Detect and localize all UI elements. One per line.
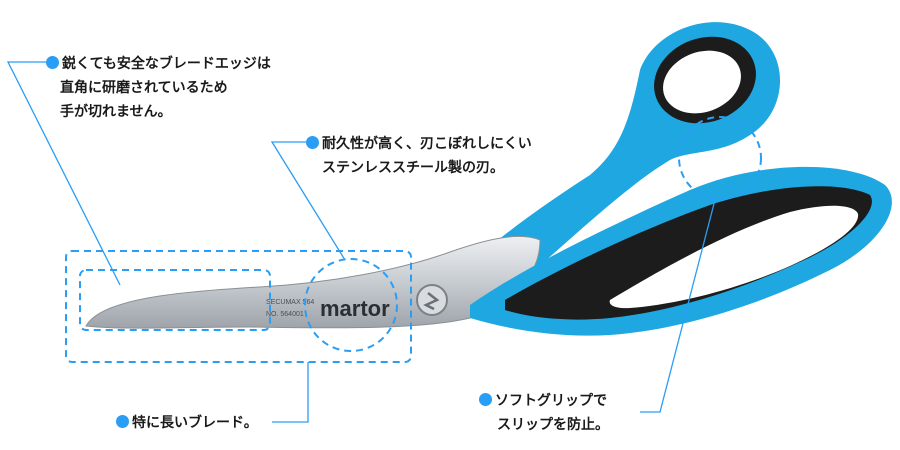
edge-leader-line — [6, 61, 121, 286]
callout-long-blade-line1: 特に長いブレード。 — [132, 415, 258, 431]
grip-leader-line — [640, 195, 717, 413]
callout-blade-edge-line3: 手が切れません。 — [60, 104, 172, 120]
callout-blade-edge-line1: 鋭くても安全なブレードエッジは — [62, 56, 271, 72]
pivot-screw — [416, 284, 448, 316]
callout-long-blade: 特に長いブレード。 — [116, 411, 258, 435]
bullet-dot-icon — [479, 393, 492, 406]
blade-stamp-number: NO. 564001 — [266, 311, 304, 318]
callout-stainless-steel-line2: ステンレススチール製の刃。 — [322, 160, 504, 176]
callout-soft-grip-line2: スリップを防止。 — [497, 417, 609, 433]
callout-soft-grip: ソフトグリップで スリップを防止。 — [479, 389, 609, 437]
grip-highlight-circle — [678, 116, 762, 200]
steel-leader-line — [270, 141, 346, 261]
bullet-dot-icon — [116, 415, 129, 428]
blade-edge-highlight-box — [79, 269, 271, 331]
callout-soft-grip-line1: ソフトグリップで — [495, 393, 607, 409]
long-blade-highlight-box — [65, 250, 412, 363]
lower-handle — [470, 166, 892, 336]
callout-blade-edge-line2: 直角に研磨されているため — [60, 80, 228, 96]
bullet-dot-icon — [306, 136, 319, 149]
callout-stainless-steel-line1: 耐久性が高く、刃こぼれしにくい — [322, 136, 532, 152]
callout-stainless-steel: 耐久性が高く、刃こぼれしにくい ステンレススチール製の刃。 — [306, 132, 532, 180]
steel-highlight-circle — [304, 258, 398, 352]
long-blade-leader-line — [272, 362, 309, 423]
callout-blade-edge: 鋭くても安全なブレードエッジは 直角に研磨されているため 手が切れません。 — [46, 52, 271, 124]
bullet-dot-icon — [46, 56, 59, 69]
upper-handle — [430, 22, 780, 301]
brand-logo: martor — [320, 296, 390, 321]
blade-stamp-model: SECUMAX 564 — [266, 299, 314, 306]
